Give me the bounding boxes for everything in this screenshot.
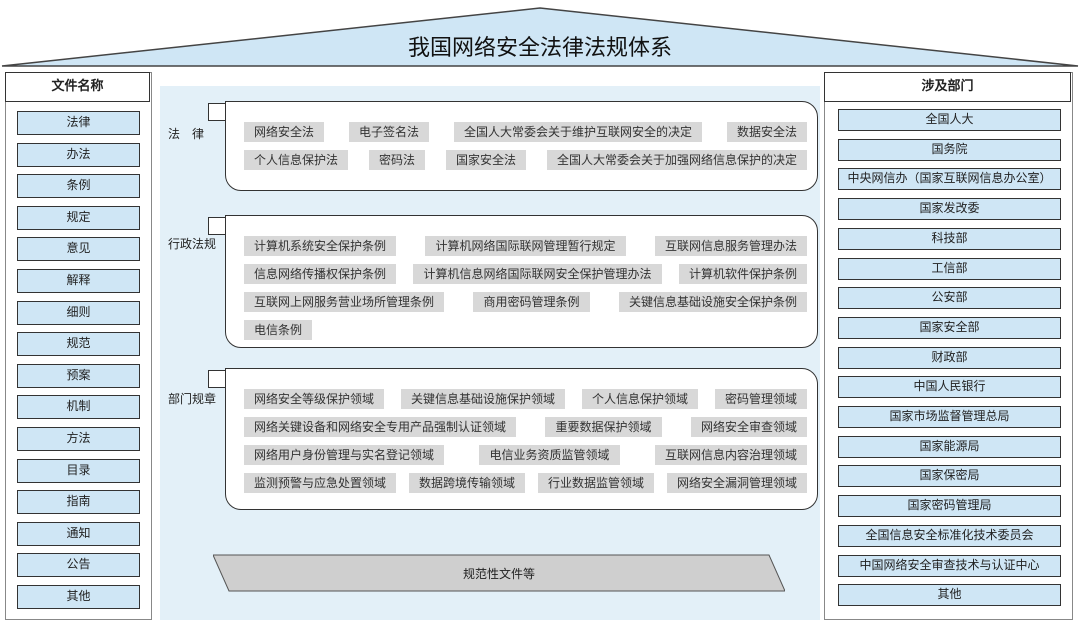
document-tag: 互联网信息服务管理办法: [654, 236, 807, 256]
document-tag: 互联网信息内容治理领域: [654, 445, 807, 465]
document-tag: 网络安全漏洞管理领域: [666, 473, 807, 493]
file-type-item: 细则: [17, 300, 140, 325]
file-type-item: 意见: [17, 237, 140, 262]
document-tag: 密码管理领域: [714, 389, 807, 409]
section-tab: [208, 370, 226, 388]
document-tag: 计算机软件保护条例: [678, 264, 807, 284]
tag-row: 网络安全等级保护领域关键信息基础设施保护领域个人信息保护领域密码管理领域: [244, 389, 807, 409]
left-header: 文件名称: [5, 72, 150, 102]
department-item: 国家市场监督管理总局: [838, 406, 1061, 428]
document-tag: 关键信息基础设施保护领域: [400, 389, 565, 409]
file-type-item: 办法: [17, 142, 140, 167]
document-tag: 行业数据监管领域: [537, 473, 654, 493]
file-type-item: 解释: [17, 269, 140, 293]
document-tag: 网络安全等级保护领域: [244, 389, 385, 409]
department-item: 国家安全部: [838, 316, 1061, 339]
department-item: 其他: [838, 584, 1061, 607]
document-tag: 信息网络传播权保护条例: [244, 264, 397, 284]
tag-row: 网络安全法 电子签名法 全国人大常委会关于维护互联网安全的决定 数据安全法: [244, 122, 807, 142]
department-item: 国家能源局: [838, 435, 1061, 458]
file-type-item: 公告: [17, 553, 140, 578]
department-item: 国家发改委: [838, 198, 1061, 221]
right-header: 涉及部门: [824, 72, 1071, 102]
section-law: 网络安全法 电子签名法 全国人大常委会关于维护互联网安全的决定 数据安全法个人信息保护…: [225, 101, 818, 191]
tag-row: 电信条例: [244, 320, 807, 340]
tag-row: 网络关键设备和网络安全专用产品强制认证领域 重要数据保护领域 网络安全审查领域: [244, 417, 807, 437]
department-item: 中国人民银行: [838, 376, 1061, 399]
department-item: 公安部: [838, 287, 1061, 310]
department-item: 全国人大: [838, 109, 1061, 131]
section-label-law: 法 律: [168, 127, 205, 141]
file-type-item: 法律: [17, 111, 140, 135]
department-item: 国家密码管理局: [838, 495, 1061, 518]
document-tag: 计算机系统安全保护条例: [244, 236, 397, 256]
document-tag: 网络安全审查领域: [690, 417, 807, 437]
document-tag: 电子签名法: [348, 122, 429, 142]
tag-row: 网络用户身份管理与实名登记领域 电信业务资质监管领域 互联网信息内容治理领域: [244, 445, 807, 465]
document-tag: 重要数据保护领域: [545, 417, 662, 437]
file-type-item: 通知: [17, 521, 140, 546]
document-tag: 电信业务资质监管领域: [479, 445, 620, 465]
department-item: 全国信息安全标准化技术委员会: [838, 524, 1061, 547]
department-item: 国家保密局: [838, 465, 1061, 488]
file-type-item: 规范: [17, 332, 140, 357]
document-tag: 数据跨境传输领域: [408, 473, 525, 493]
document-tag: 个人信息保护法: [244, 150, 349, 170]
tag-row: 监测预警与应急处置领域数据跨境传输领域行业数据监管领域网络安全漏洞管理领域: [244, 473, 807, 493]
department-item: 工信部: [838, 257, 1061, 280]
file-type-item: 预案: [17, 363, 140, 388]
document-tag: 计算机信息网络国际联网安全保护管理办法: [413, 264, 662, 284]
document-tag: 国家安全法: [445, 150, 526, 170]
document-tag: 电信条例: [244, 320, 313, 340]
tag-row: 个人信息保护法密码法国家安全法全国人大常委会关于加强网络信息保护的决定: [244, 150, 807, 170]
tag-row: 计算机系统安全保护条例 计算机网络国际联网管理暂行规定 互联网信息服务管理办法: [244, 236, 807, 256]
document-tag: 网络用户身份管理与实名登记领域: [244, 445, 445, 465]
section-dept-rule: 网络安全等级保护领域关键信息基础设施保护领域个人信息保护领域密码管理领域网络关键…: [225, 368, 818, 510]
section-label-admin-regulation: 行政法规: [168, 237, 217, 251]
file-type-item: 方法: [17, 427, 140, 451]
document-tag: 互联网上网服务营业场所管理条例: [244, 292, 445, 312]
document-tag: 网络安全法: [244, 122, 325, 142]
file-type-item: 条例: [17, 174, 140, 199]
document-tag: 关键信息基础设施安全保护条例: [618, 292, 807, 312]
department-item: 国务院: [838, 138, 1061, 161]
document-tag: 商用密码管理条例: [473, 292, 590, 312]
document-tag: 个人信息保护领域: [581, 389, 698, 409]
document-tag: 密码法: [368, 150, 425, 170]
section-tab: [208, 103, 226, 121]
file-type-item: 指南: [17, 490, 140, 515]
document-tag: 全国人大常委会关于加强网络信息保护的决定: [546, 150, 807, 170]
department-item: 科技部: [838, 227, 1061, 250]
diagram-title: 我国网络安全法律法规体系: [407, 36, 672, 61]
document-tag: 计算机网络国际联网管理暂行规定: [425, 236, 626, 256]
file-type-item: 规定: [17, 205, 140, 230]
file-type-item: 其他: [17, 585, 140, 609]
section-admin-regulation: 计算机系统安全保护条例 计算机网络国际联网管理暂行规定 互联网信息服务管理办法信息网…: [225, 215, 818, 348]
tag-row: 互联网上网服务营业场所管理条例 商用密码管理条例 关键信息基础设施安全保护条例: [244, 292, 807, 312]
document-tag: 全国人大常委会关于维护互联网安全的决定: [453, 122, 702, 142]
section-tab: [208, 217, 226, 235]
tag-row: 信息网络传播权保护条例计算机信息网络国际联网安全保护管理办法计算机软件保护条例: [244, 264, 807, 284]
department-item: 财政部: [838, 346, 1061, 369]
bottom-label: 规范性文件等: [462, 567, 535, 581]
document-tag: 监测预警与应急处置领域: [244, 473, 397, 493]
document-tag: 数据安全法: [726, 122, 807, 142]
department-item: 中国网络安全审查技术与认证中心: [838, 554, 1061, 577]
document-tag: 网络关键设备和网络安全专用产品强制认证领域: [244, 417, 517, 437]
bottom-banner: 规范性文件等: [212, 553, 786, 593]
file-type-item: 目录: [17, 458, 140, 483]
department-item: 中央网信办（国家互联网信息办公室）: [838, 168, 1061, 191]
section-label-dept-rule: 部门规章: [168, 392, 217, 406]
file-type-item: 机制: [17, 395, 140, 420]
roof-shape: [1, 7, 1079, 67]
